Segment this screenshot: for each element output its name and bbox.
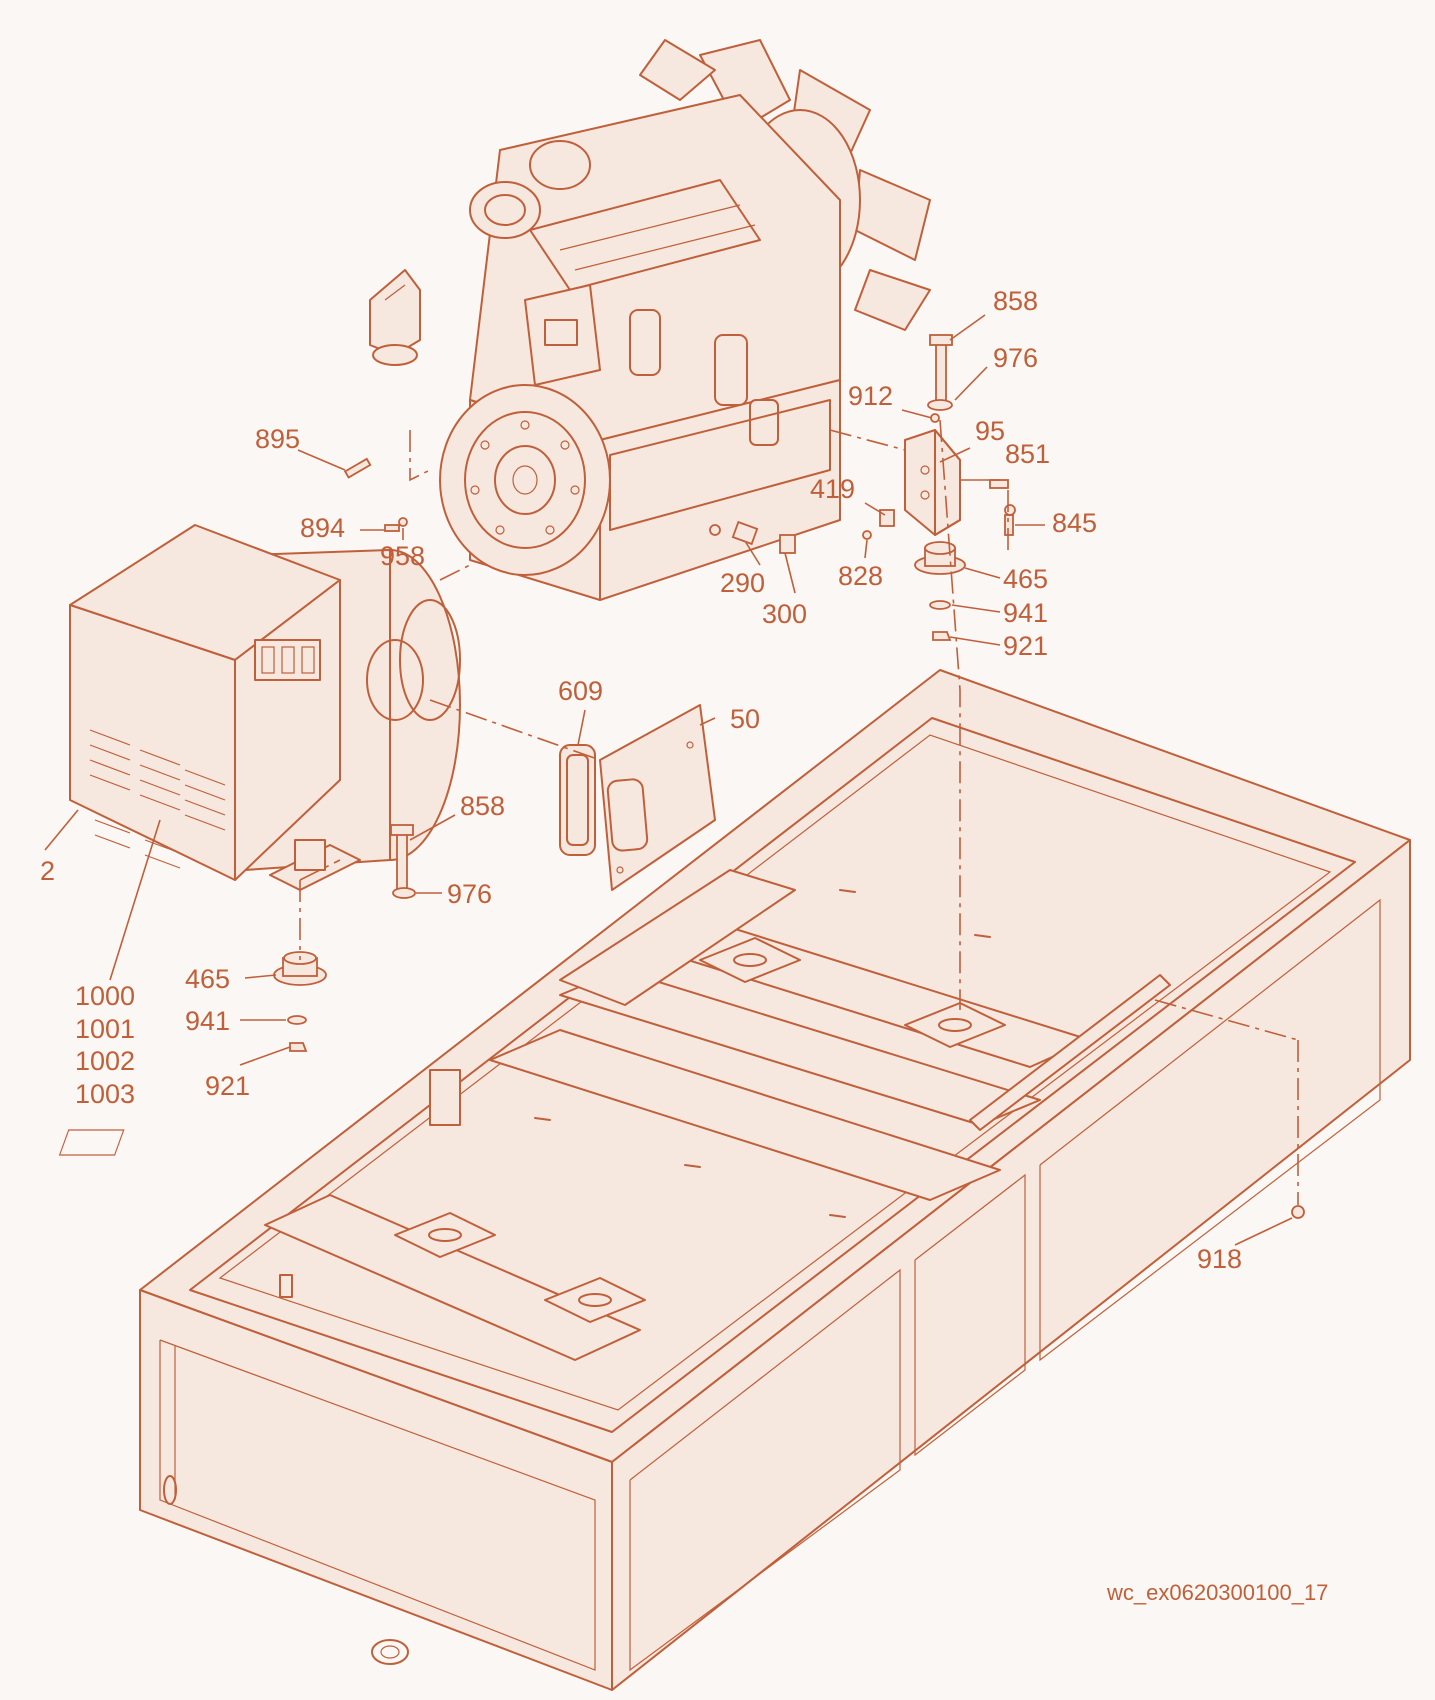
alignment-lines <box>299 419 1299 1205</box>
callout-858-top: 858 <box>993 286 1038 316</box>
callout-921-right: 921 <box>1003 631 1048 661</box>
callout-851: 851 <box>1005 439 1050 469</box>
callout-895: 895 <box>255 424 300 454</box>
callout-465-right: 465 <box>1003 564 1048 594</box>
callout-300: 300 <box>762 599 807 629</box>
callout-1002: 1002 <box>75 1046 135 1076</box>
callout-828: 828 <box>838 561 883 591</box>
callout-976-mid: 976 <box>447 879 492 909</box>
figure-code: wc_ex0620300100_17 <box>1106 1580 1328 1605</box>
callout-1003: 1003 <box>75 1079 135 1109</box>
callout-1001: 1001 <box>75 1014 135 1044</box>
callout-958: 958 <box>380 541 425 571</box>
access-cover-assembly <box>559 704 716 891</box>
engine-mount-bracket <box>904 429 961 536</box>
callout-894: 894 <box>300 513 345 543</box>
leader-lines <box>44 314 1293 1246</box>
callout-1000: 1000 <box>75 981 135 1011</box>
generator <box>69 524 461 891</box>
engine <box>439 39 931 601</box>
callout-465-left: 465 <box>185 964 230 994</box>
callout-609: 609 <box>558 676 603 706</box>
callout-845: 845 <box>1052 508 1097 538</box>
callout-941-left: 941 <box>185 1006 230 1036</box>
callout-95: 95 <box>975 416 1005 446</box>
callout-2: 2 <box>40 856 55 886</box>
base-frame <box>58 669 1411 1691</box>
callout-921-left: 921 <box>205 1071 250 1101</box>
callout-50: 50 <box>730 704 760 734</box>
callout-912: 912 <box>848 381 893 411</box>
callout-419: 419 <box>810 474 855 504</box>
callout-976-top: 976 <box>993 343 1038 373</box>
callout-858-mid: 858 <box>460 791 505 821</box>
callout-labels: 858 976 912 95 851 419 845 895 894 958 2… <box>40 286 1328 1605</box>
lifting-bracket <box>369 269 421 366</box>
callout-290: 290 <box>720 568 765 598</box>
callout-918: 918 <box>1197 1244 1242 1274</box>
callout-941-right: 941 <box>1003 598 1048 628</box>
